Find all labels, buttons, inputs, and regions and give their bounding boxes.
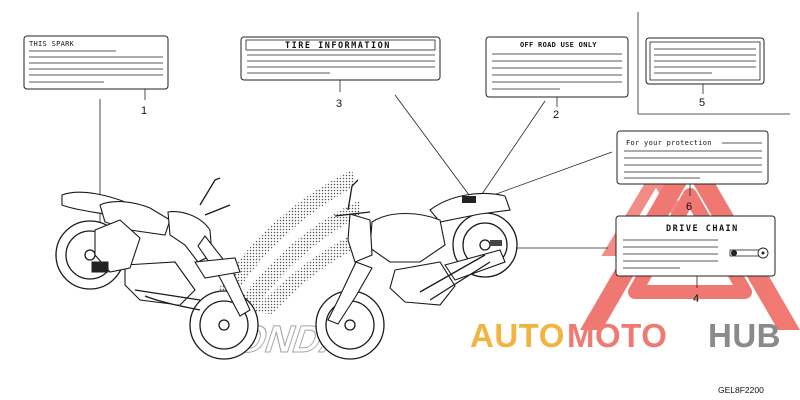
watermark-auto: AUTO bbox=[470, 317, 565, 354]
tire-label-text: TIRE INFORMATION bbox=[285, 41, 391, 51]
part-code: GEL8F2200 bbox=[718, 385, 764, 395]
spark-label-text: THIS SPARK bbox=[29, 40, 75, 48]
label-protection: For your protection bbox=[616, 130, 769, 185]
callout-2: 2 bbox=[553, 109, 559, 121]
label-off-road-use: OFF ROAD USE ONLY bbox=[485, 36, 629, 98]
label-drive-chain: DRIVE CHAIN bbox=[615, 215, 776, 277]
label-plain bbox=[637, 12, 790, 115]
callout-6: 6 bbox=[686, 201, 692, 213]
chain-adjuster-icon bbox=[729, 247, 769, 259]
offroad-label-text: OFF ROAD USE ONLY bbox=[520, 41, 597, 49]
watermark-moto: MOTO bbox=[567, 317, 667, 354]
protection-label-text: For your protection bbox=[626, 139, 712, 147]
label-spark-arrester: THIS SPARK bbox=[23, 35, 169, 90]
watermark-hub: HUB bbox=[708, 317, 781, 354]
callout-3: 3 bbox=[336, 98, 342, 110]
callout-4: 4 bbox=[693, 293, 699, 305]
chain-label-text: DRIVE CHAIN bbox=[666, 224, 739, 234]
label-tire-information: TIRE INFORMATION bbox=[240, 36, 441, 81]
watermark-text: AUTO MOTO HUB bbox=[470, 317, 781, 354]
callout-5: 5 bbox=[699, 97, 705, 109]
motorcycle-left-view bbox=[55, 177, 259, 360]
motorcycle-right-view bbox=[315, 179, 518, 360]
callout-1: 1 bbox=[141, 105, 147, 117]
